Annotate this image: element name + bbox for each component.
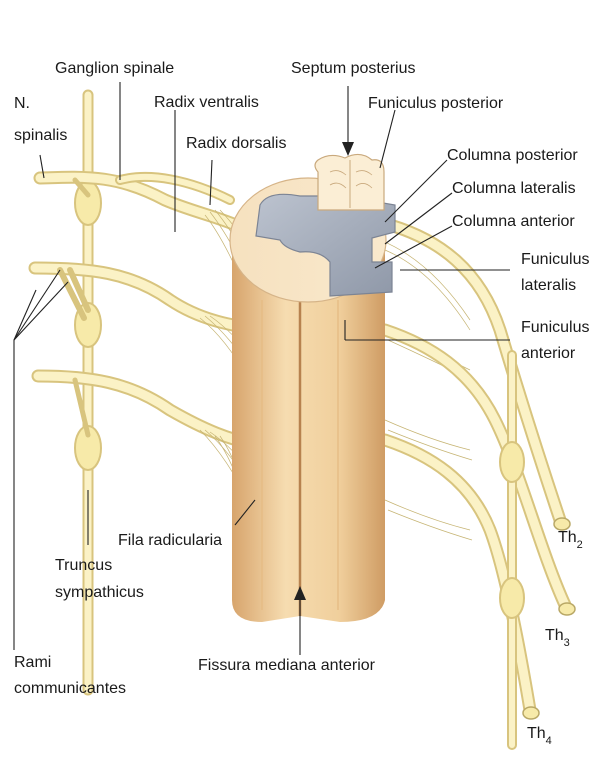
label-funiculus-anterior-2: anterior [521, 345, 576, 362]
label-funiculus-lateralis-2: lateralis [521, 277, 576, 294]
label-radix-dorsalis: Radix dorsalis [186, 135, 286, 152]
label-funiculus-anterior-1: Funiculus [521, 319, 589, 336]
label-th2-main: Th [558, 529, 577, 546]
label-columna-lateralis: Columna lateralis [452, 180, 576, 197]
label-funiculus-lateralis-1: Funiculus [521, 251, 589, 268]
label-th4-sub: 4 [546, 735, 552, 747]
label-n-spinalis-2: spinalis [14, 127, 67, 144]
label-septum-posterius: Septum posterius [291, 60, 416, 77]
label-rami-1: Rami [14, 654, 51, 671]
label-radix-ventralis: Radix ventralis [154, 94, 259, 111]
spinal-cord [230, 154, 395, 622]
label-fissura: Fissura mediana anterior [198, 657, 376, 674]
label-th3-main: Th [545, 627, 564, 644]
label-columna-anterior: Columna anterior [452, 213, 575, 230]
label-truncus-1: Truncus [55, 557, 112, 574]
label-n-spinalis-1: N. [14, 95, 30, 112]
label-columna-posterior: Columna posterior [447, 147, 578, 164]
label-rami-2: communicantes [14, 680, 126, 697]
label-th4-main: Th [527, 725, 546, 742]
label-funiculus-posterior: Funiculus posterior [368, 95, 504, 112]
label-fila-radicularia: Fila radicularia [118, 532, 222, 549]
label-th2-sub: 2 [577, 539, 583, 551]
label-th3-sub: 3 [564, 637, 570, 649]
label-truncus-2: sympathicus [55, 584, 144, 601]
label-ganglion-spinale: Ganglion spinale [55, 60, 174, 77]
